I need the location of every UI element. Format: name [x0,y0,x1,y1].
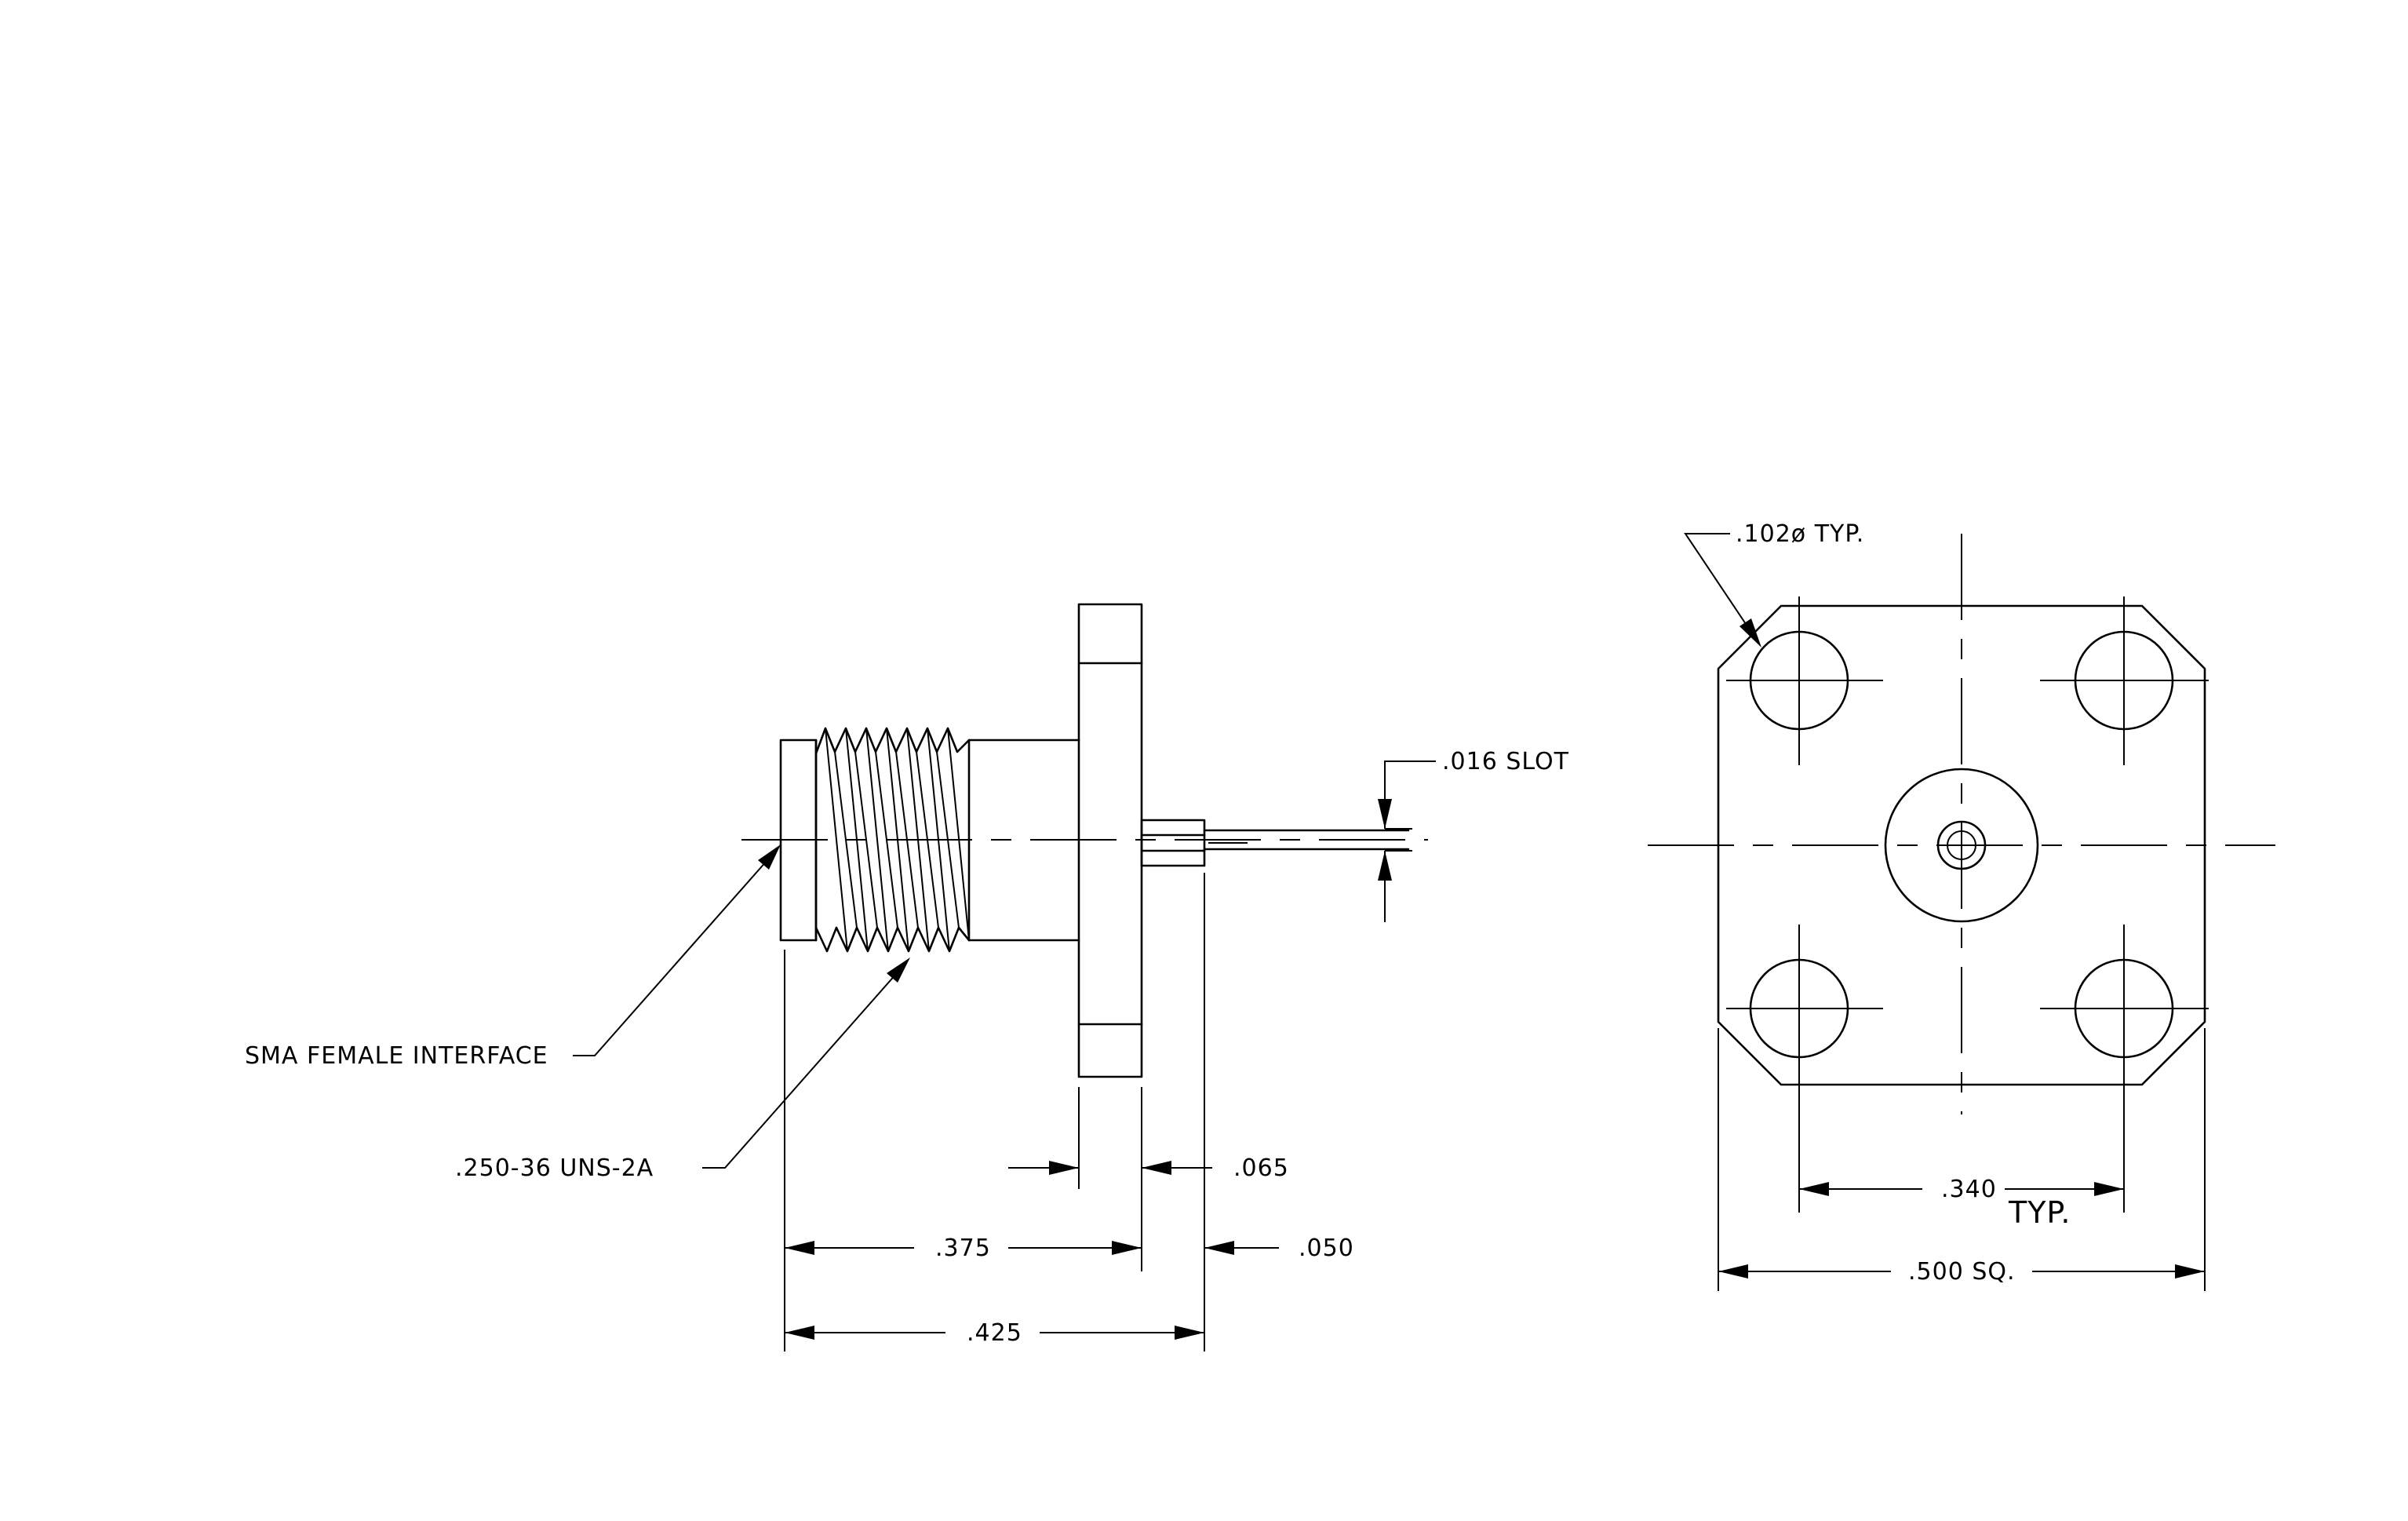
pin [1140,819,1410,867]
dim-340-label: .340 [1941,1176,1997,1203]
mounting-hole-top-right [2040,596,2209,765]
dim-050: .050 [1204,1235,1354,1262]
dim-425-label: .425 [967,1319,1022,1347]
dim-500-label: .500 SQ. [1908,1258,2016,1286]
mounting-hole-bottom-left [1726,925,1883,1092]
sma-interface-callout: SMA FEMALE INTERFACE [245,844,781,1070]
dim-340: .340 TYP. [1799,1176,2124,1230]
slot-label: .016 SLOT [1442,748,1569,775]
mounting-hole-top-left [1726,596,1883,765]
dim-050-label: .050 [1299,1235,1354,1262]
center-pin-inner [1947,830,1976,860]
front-view: .102ø TYP. .340 TYP. .500 SQ. [1648,520,2275,1291]
dim-065: .065 [1008,1154,1289,1182]
mounting-hole-bottom-right [2040,925,2209,1092]
flange-square [1717,604,2206,1086]
hole-dia-callout: .102ø TYP. [1684,520,1864,647]
side-view: .016 SLOT SMA FEMALE INTERFACE .250-36 U… [245,603,1569,1351]
slot-dimension: .016 SLOT [1378,748,1569,922]
dim-425: .425 [785,1319,1204,1347]
hole-dia-label: .102ø TYP. [1736,520,1864,548]
dim-500-sq: .500 SQ. [1718,1258,2205,1286]
dim-065-label: .065 [1233,1154,1289,1182]
typ-label: TYP. [2008,1195,2071,1230]
thread-callout: .250-36 UNS-2A [455,957,910,1182]
center-pin-circle [1936,820,1987,870]
dim-375: .375 [785,1235,1142,1262]
center-body-circle [1884,768,2039,923]
dim-375-label: .375 [935,1235,991,1262]
sma-interface-label: SMA FEMALE INTERFACE [245,1042,548,1070]
threaded-body [814,727,971,953]
thread-spec-label: .250-36 UNS-2A [455,1154,654,1182]
